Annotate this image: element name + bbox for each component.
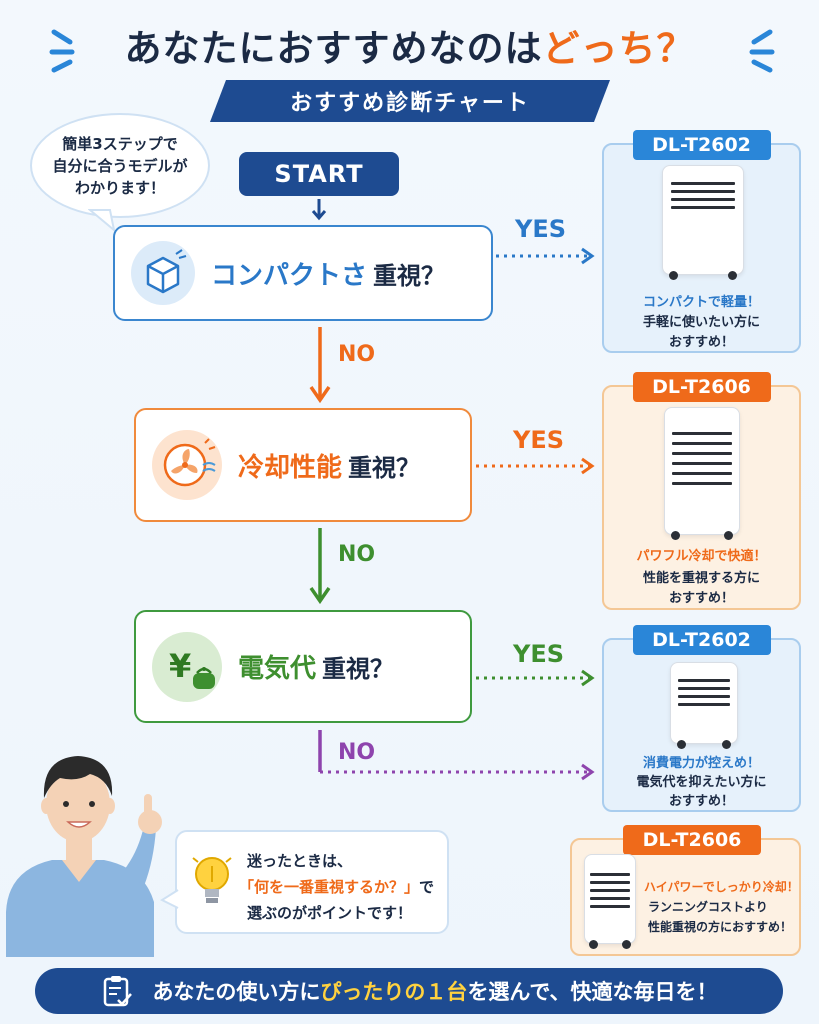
tip-highlight: 「何を一番重視するか？」 xyxy=(239,878,420,896)
question-electricity-suffix: 重視？ xyxy=(322,655,395,683)
q1-yes-arrow xyxy=(496,247,595,265)
product-1-line-1: 手軽に使いたい方に xyxy=(642,315,760,330)
q3-yes-label: YES xyxy=(513,640,565,668)
footer-part-2: を選んで、快適な毎日を！ xyxy=(467,980,718,1004)
product-card-3: DL-T2602 消費電力が控えめ！ 電気代を抑えたい方に おすすめ！ xyxy=(602,625,801,812)
intro-line-2: 自分に合うモデルが xyxy=(52,156,188,175)
q1-no-label: NO xyxy=(338,342,376,367)
question-compactness: コンパクトさ 重視？ xyxy=(113,225,493,321)
guide-character xyxy=(6,756,162,957)
product-card-1: DL-T2602 コンパクトで軽量！ 手軽に使いたい方に おすすめ！ xyxy=(602,130,801,353)
intro-line-3: わかります！ xyxy=(74,178,165,197)
product-3-line-2: おすすめ！ xyxy=(668,794,734,809)
page-title-accent: どっち？ xyxy=(542,27,695,70)
product-1-headline: コンパクトで軽量！ xyxy=(642,295,760,310)
yen-wallet-icon: ¥ xyxy=(152,631,222,702)
tip-line-1: 迷ったときは、 xyxy=(247,852,353,870)
product-3-headline: 消費電力が控えめ！ xyxy=(642,756,760,771)
tip-line-2-suffix: で xyxy=(419,878,435,896)
product-4-line-2: 性能重視の方におすすめ！ xyxy=(648,920,793,934)
q2-yes-label: YES xyxy=(513,426,565,454)
product-1-model-tag: DL-T2602 xyxy=(632,130,771,160)
start-arrow xyxy=(311,199,327,221)
product-4-image xyxy=(584,854,636,949)
tip-bubble-tail xyxy=(160,889,179,909)
start-node: START xyxy=(239,152,399,196)
product-3-image xyxy=(670,662,738,749)
q3-no-arrow xyxy=(318,730,595,781)
title-sparkle-left xyxy=(49,29,75,73)
q1-no-arrow xyxy=(309,327,331,404)
question-cooling-label: 冷却性能 xyxy=(238,452,343,483)
product-3-model-tag: DL-T2602 xyxy=(632,625,771,655)
q3-yes-arrow xyxy=(476,669,595,687)
product-2-model-tag: DL-T2606 xyxy=(632,372,771,402)
svg-text:¥: ¥ xyxy=(169,647,191,685)
title-sparkle-right xyxy=(749,29,775,73)
box-icon xyxy=(131,241,195,305)
q3-no-label: NO xyxy=(338,740,376,765)
tip-speech-bubble: 迷ったときは、 「何を一番重視するか？」で 選ぶのがポイントです！ xyxy=(175,830,449,934)
intro-speech-bubble: 簡単3ステップで 自分に合うモデルが わかります！ xyxy=(30,113,210,218)
question-compactness-suffix: 重視？ xyxy=(373,261,446,290)
tip-line-3: 選ぶのがポイントです！ xyxy=(247,904,413,922)
product-2-line-2: おすすめ！ xyxy=(668,591,734,606)
product-card-2: DL-T2606 パワフル冷却で快適！ 性能を重視する方に おすすめ！ xyxy=(602,372,801,610)
footer-highlight: ぴったりの１台 xyxy=(320,980,468,1004)
footer-part-1: あなたの使い方に xyxy=(152,980,321,1004)
product-3-line-1: 電気代を抑えたい方に xyxy=(636,775,767,790)
page-title: あなたにおすすめなのはどっち？ xyxy=(0,18,819,72)
q2-no-arrow xyxy=(309,528,331,605)
product-2-headline: パワフル冷却で快適！ xyxy=(636,549,767,564)
footer-banner: あなたの使い方にぴったりの１台を選んで、快適な毎日を！ xyxy=(35,968,783,1014)
product-2-line-1: 性能を重視する方に xyxy=(642,571,760,586)
question-compactness-label: コンパクトさ xyxy=(211,260,368,291)
page-title-main: あなたにおすすめなのは xyxy=(124,27,543,70)
product-2-image xyxy=(664,407,740,540)
product-4-headline: ハイパワーでしっかり冷却！ xyxy=(644,880,799,894)
product-1-image xyxy=(662,165,744,280)
product-4-model-tag: DL-T2606 xyxy=(623,825,761,855)
q2-no-label: NO xyxy=(338,542,376,567)
subtitle-banner: おすすめ診断チャート xyxy=(210,80,610,122)
q1-yes-label: YES xyxy=(515,215,567,243)
intro-line-1: 簡単3ステップで xyxy=(62,134,178,153)
intro-bubble-tail xyxy=(88,209,116,232)
question-cooling-suffix: 重視？ xyxy=(348,453,421,482)
product-1-line-2: おすすめ！ xyxy=(668,335,734,350)
lightbulb-icon xyxy=(192,857,232,903)
question-electricity: ¥ 電気代 重視？ xyxy=(134,610,472,723)
fan-icon xyxy=(152,430,222,500)
clipboard-check-icon xyxy=(104,976,133,1007)
q2-yes-arrow xyxy=(476,457,595,475)
question-electricity-label: 電気代 xyxy=(238,654,317,684)
question-cooling: 冷却性能 重視？ xyxy=(134,408,472,522)
product-card-4: DL-T2606 ハイパワーでしっかり冷却！ ランニングコストより 性能重視の方… xyxy=(570,825,801,956)
product-4-line-1: ランニングコストより xyxy=(648,900,768,914)
tip-line-2: 「何を一番重視するか？」で xyxy=(239,876,434,897)
